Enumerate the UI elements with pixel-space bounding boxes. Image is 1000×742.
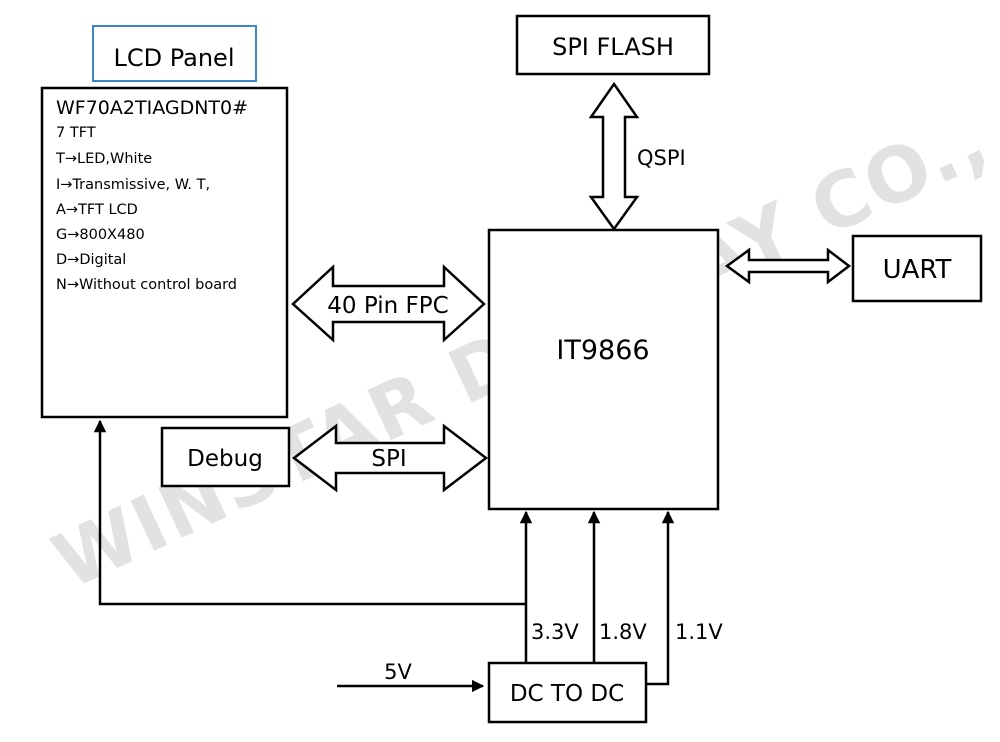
lcd-spec-line: G→800X480	[56, 227, 145, 243]
uart-label: UART	[883, 255, 952, 285]
debug-label: Debug	[187, 446, 263, 472]
lcd-spec-line: D→Digital	[56, 252, 126, 268]
lcd-panel-title-box	[92, 25, 257, 82]
it9866-label: IT9866	[556, 335, 649, 366]
fpc-label: 40 Pin FPC	[327, 293, 448, 319]
rail-1v1-label: 1.1V	[675, 620, 723, 644]
rail-3v3-lcd-arrow	[93, 419, 526, 606]
qspi-label: QSPI	[637, 146, 686, 170]
lcd-model-number: WF70A2TIAGDNT0#	[56, 97, 248, 119]
debug-block	[160, 426, 291, 488]
uart-arrow	[724, 247, 852, 285]
rail-3v3-label: 3.3V	[531, 620, 579, 644]
lcd-spec-line: 7 TFT	[56, 125, 96, 141]
input-5v-label: 5V	[384, 660, 412, 684]
spi-label: SPI	[371, 446, 406, 472]
uart-block	[851, 234, 983, 303]
lcd-spec-line: T→LED,White	[55, 151, 152, 167]
lcd-spec-line: A→TFT LCD	[56, 202, 138, 218]
dc-to-dc-block	[487, 661, 648, 724]
spi-flash-block	[515, 14, 711, 76]
lcd-spec-line: I→Transmissive, W. T,	[56, 177, 210, 193]
qspi-arrow	[588, 81, 640, 232]
fpc-arrow	[291, 264, 486, 343]
lcd-spec-line: N→Without control board	[56, 277, 237, 293]
spi-flash-label: SPI FLASH	[552, 33, 674, 61]
rail-1v1-arrow	[646, 510, 675, 686]
it9866-controller-block	[487, 228, 720, 511]
lcd-panel-box	[40, 86, 289, 419]
dc-to-dc-label: DC TO DC	[510, 681, 624, 707]
rail-1v8-label: 1.8V	[599, 620, 647, 644]
lcd-panel-title: LCD Panel	[114, 44, 235, 72]
spi-arrow	[291, 423, 489, 493]
